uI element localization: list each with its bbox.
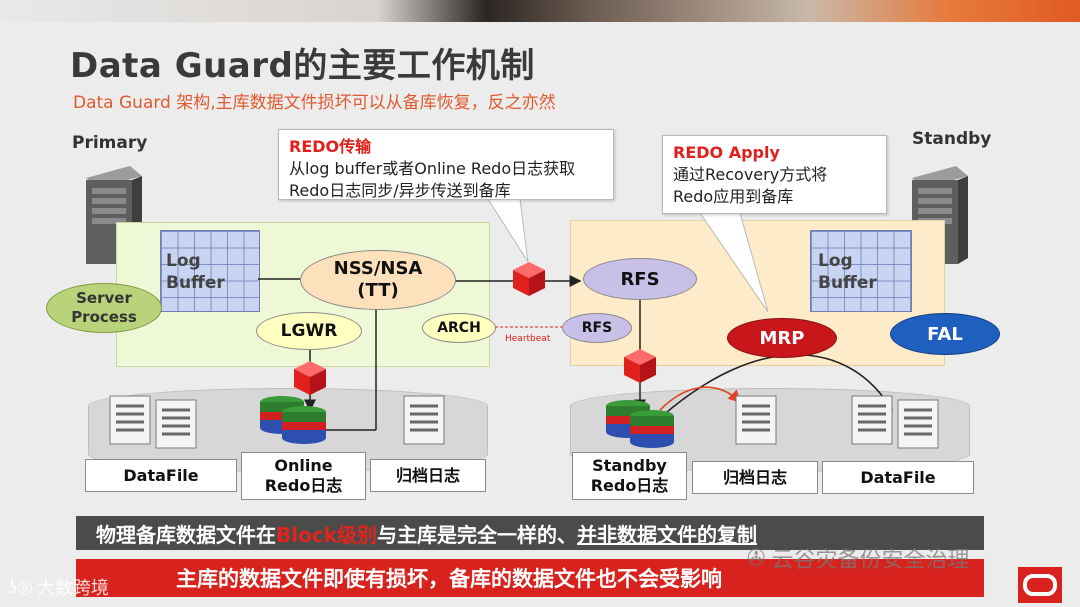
nss-nsa-node: NSS/NSA(TT) (300, 250, 456, 310)
oracle-logo-icon (1018, 567, 1062, 603)
primary-datafile-doc-icons (109, 395, 197, 449)
primary-archive-doc-icon (403, 395, 445, 445)
primary-redo-cube-icon (294, 361, 326, 395)
lgwr-node: LGWR (256, 312, 362, 350)
standby-redo-stack-icon (606, 400, 674, 448)
primary-log-buffer-grid (160, 230, 260, 312)
brand-logo-icon: ʖ◎ (8, 576, 33, 598)
heartbeat-label: Heartbeat (505, 334, 551, 344)
brand-watermark: ʖ◎ 大数跨境 (8, 576, 109, 600)
page-subtitle: Data Guard 架构,主库数据文件损坏可以从备库恢复，反之亦然 (73, 93, 556, 113)
rfs-main-node: RFS (583, 258, 697, 300)
wechat-icon: ✇ (747, 545, 766, 571)
primary-datafile-box: DataFile (85, 459, 237, 492)
standby-redo-cube-icon (624, 349, 656, 383)
standby-archive-doc-icon (735, 395, 777, 445)
wechat-watermark: ✇ 云谷灾备份安全治理 (747, 545, 970, 574)
redo-transport-callout: REDO传输 从log buffer或者Online Redo日志获取 Redo… (278, 129, 614, 200)
transport-redo-cube-icon (513, 262, 545, 296)
standby-label: Standby (912, 129, 992, 149)
primary-archive-box: 归档日志 (370, 459, 486, 492)
fal-node: FAL (890, 313, 1000, 355)
redo-apply-callout: REDO Apply 通过Recovery方式将 Redo应用到备库 (662, 135, 887, 214)
standby-datafile-box: DataFile (822, 461, 974, 494)
mrp-node: MRP (727, 318, 837, 358)
standby-datafile-doc-icons (851, 395, 939, 449)
standby-archive-box: 归档日志 (692, 461, 818, 494)
page-title: Data Guard的主要工作机制 (70, 46, 535, 86)
rfs-small-node: RFS (562, 313, 632, 343)
primary-label: Primary (72, 133, 148, 153)
primary-online-redo-stack-icon (260, 396, 326, 444)
top-decor-strip (0, 0, 1080, 22)
arch-node: ARCH (422, 313, 496, 343)
standby-log-buffer-grid (810, 230, 912, 312)
banner-data-safety: 主库的数据文件即使有损坏，备库的数据文件也不会受影响 (76, 559, 984, 597)
